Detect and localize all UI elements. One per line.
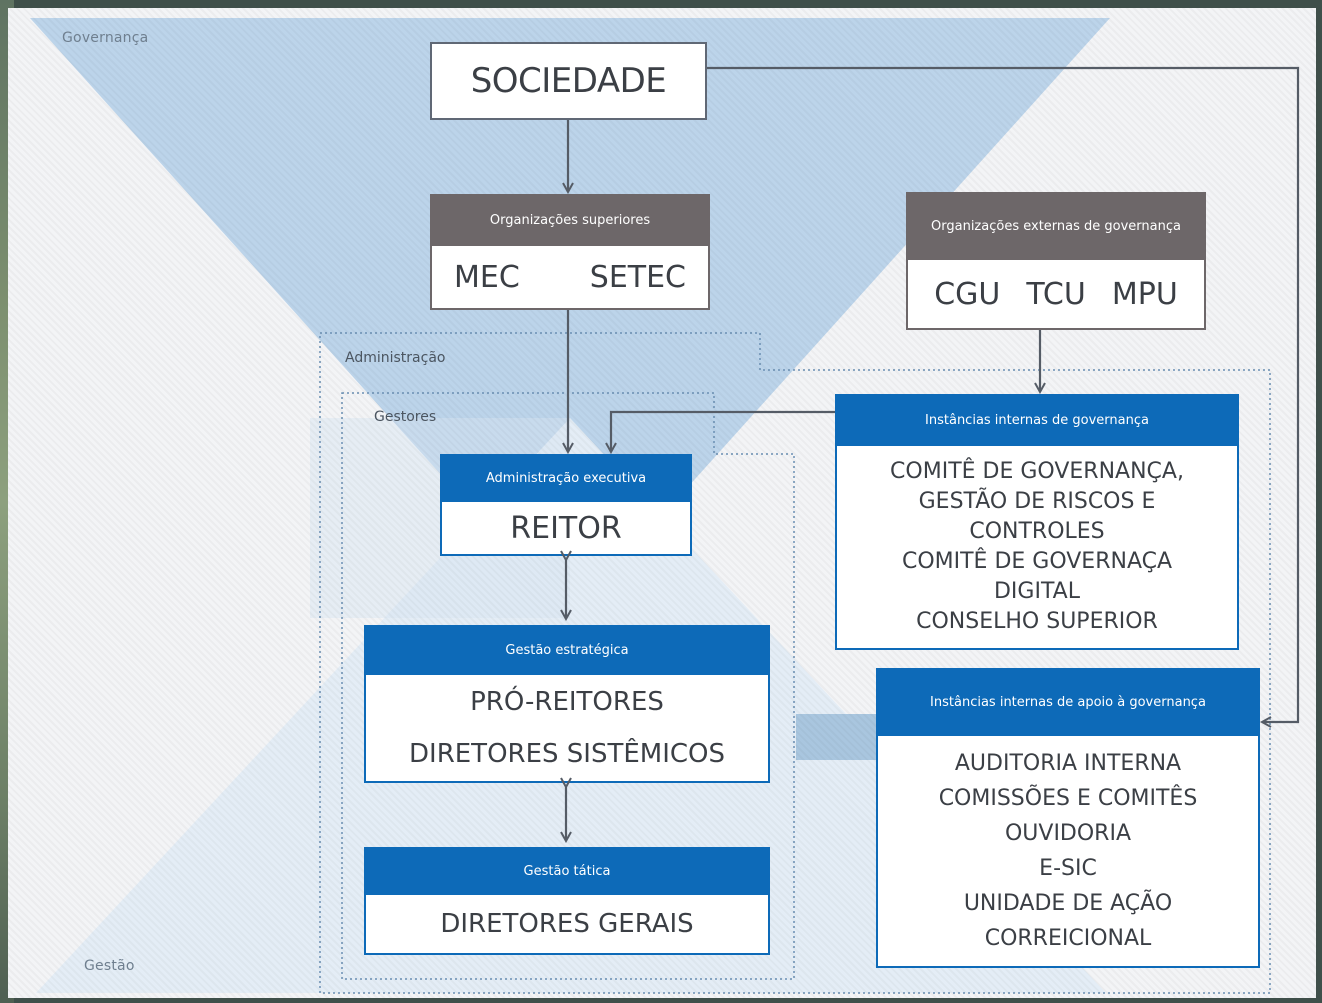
instancias-internas-line: DIGITAL xyxy=(993,579,1080,604)
instancias-internas-line: COMITÊ DE GOVERNAÇA xyxy=(901,549,1173,574)
gestao-label: Gestão xyxy=(84,958,135,974)
gestao-estrategica-box: Gestão estratégica PRÓ-REITORES DIRETORE… xyxy=(364,625,770,783)
gestores-label: Gestores xyxy=(374,409,437,425)
admin-executiva-header: Administração executiva xyxy=(442,456,690,502)
admin-executiva-box: Administração executiva REITOR xyxy=(440,454,692,556)
gestao-estrategica-line: PRÓ-REITORES xyxy=(470,687,664,717)
instancias-internas-line: CONSELHO SUPERIOR xyxy=(916,609,1158,634)
gestao-tatica-box: Gestão tática DIRETORES GERAIS xyxy=(364,847,770,955)
reitor-label: REITOR xyxy=(510,510,622,546)
org-externas-box: Organizações externas de governança CGU … xyxy=(906,192,1206,330)
cgu-label: CGU xyxy=(934,276,1001,312)
instancias-apoio-line: AUDITORIA INTERNA xyxy=(954,751,1182,776)
gestao-estrategica-header: Gestão estratégica xyxy=(366,627,768,675)
instancias-apoio-line: CORREICIONAL xyxy=(984,926,1152,951)
diagram-canvas: Governança Gestão Administração Gestores… xyxy=(8,8,1316,998)
org-superiores-box: Organizações superiores MEC SETEC xyxy=(430,194,710,310)
instancias-apoio-header: Instâncias internas de apoio à governanç… xyxy=(878,670,1258,736)
governanca-label: Governança xyxy=(62,30,149,46)
sociedade-label: SOCIEDADE xyxy=(470,61,667,101)
connector-bar xyxy=(796,714,876,760)
gestao-estrategica-line: DIRETORES SISTÊMICOS xyxy=(409,739,725,769)
instancias-internas-header: Instâncias internas de governança xyxy=(837,396,1237,446)
setec-label: SETEC xyxy=(589,259,687,295)
instancias-apoio-line: OUVIDORIA xyxy=(1004,821,1132,846)
instancias-internas-line: GESTÃO DE RISCOS E xyxy=(918,489,1156,514)
instancias-internas-box: Instâncias internas de governança COMITÊ… xyxy=(835,394,1239,650)
diretores-gerais-label: DIRETORES GERAIS xyxy=(440,909,694,939)
mpu-label: MPU xyxy=(1111,276,1178,312)
instancias-apoio-line: COMISSÕES E COMITÊS xyxy=(938,786,1198,811)
instancias-apoio-box: Instâncias internas de apoio à governanç… xyxy=(876,668,1260,968)
org-externas-header: Organizações externas de governança xyxy=(908,194,1204,260)
instancias-apoio-line: E-SIC xyxy=(1039,856,1097,881)
instancias-internas-line: CONTROLES xyxy=(969,519,1105,544)
instancias-internas-line: COMITÊ DE GOVERNANÇA, xyxy=(890,459,1184,484)
administracao-label: Administração xyxy=(345,350,446,366)
mec-label: MEC xyxy=(453,259,520,295)
instancias-apoio-line: UNIDADE DE AÇÃO xyxy=(963,891,1173,916)
tcu-label: TCU xyxy=(1026,276,1086,312)
org-superiores-header: Organizações superiores xyxy=(432,196,708,246)
gestao-tatica-header: Gestão tática xyxy=(366,849,768,895)
sociedade-box: SOCIEDADE xyxy=(430,42,707,120)
